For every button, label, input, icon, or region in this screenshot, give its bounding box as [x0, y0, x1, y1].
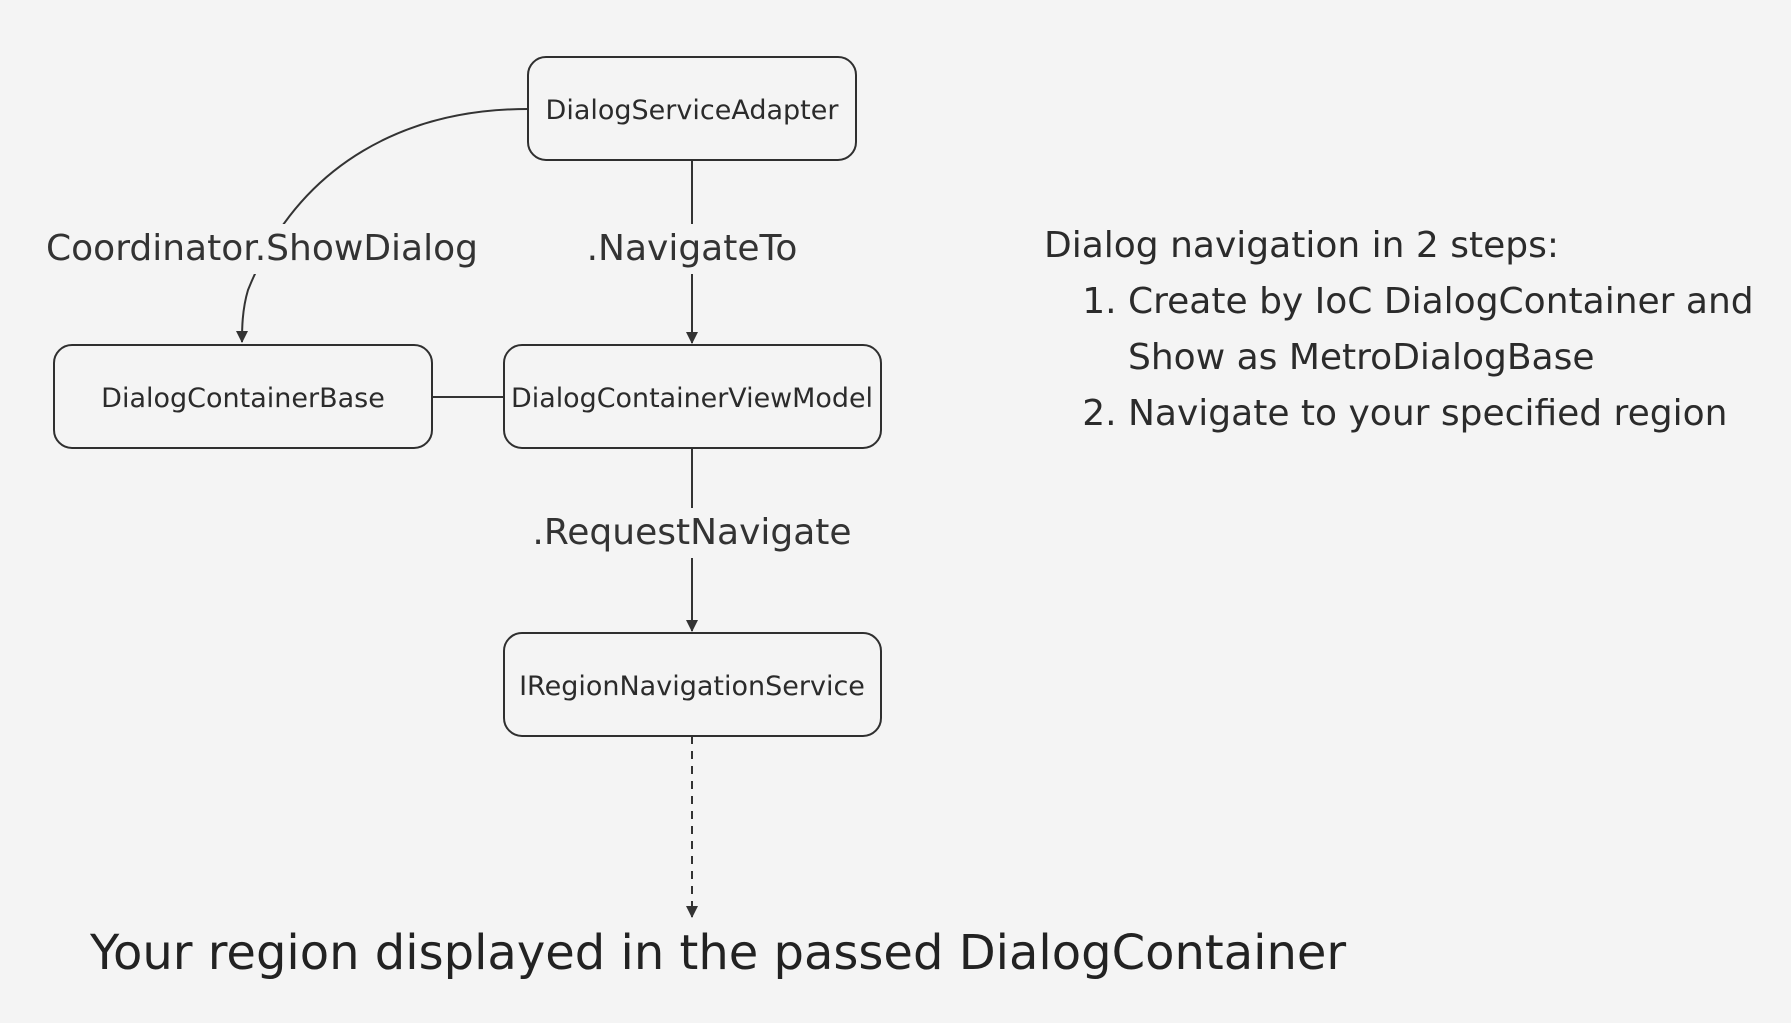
- node-label: DialogContainerBase: [101, 383, 385, 414]
- node-dialog-container-view-model: DialogContainerViewModel: [503, 344, 882, 449]
- node-dialog-container-base: DialogContainerBase: [53, 344, 433, 449]
- steps-heading: Dialog navigation in 2 steps:: [1044, 225, 1559, 266]
- step-item: Navigate to your specified region: [1128, 386, 1791, 442]
- edge-label-show-dialog: Coordinator.ShowDialog: [46, 228, 478, 269]
- node-label: DialogContainerViewModel: [511, 383, 873, 414]
- node-label: IRegionNavigationService: [519, 671, 865, 702]
- edge-label-bg: [48, 224, 476, 274]
- edge-label-bg: [532, 508, 852, 558]
- result-caption: Your region displayed in the passed Dial…: [90, 925, 1347, 981]
- steps-list: Create by IoC DialogContainer and Show a…: [1044, 274, 1791, 442]
- edge-show-dialog: [236, 108, 529, 343]
- node-label: DialogServiceAdapter: [546, 95, 840, 126]
- edge-label-bg: [582, 224, 802, 274]
- step-item: Create by IoC DialogContainer and Show a…: [1128, 274, 1791, 386]
- node-region-navigation-service: IRegionNavigationService: [503, 632, 882, 737]
- edge-label-navigate-to: .NavigateTo: [587, 228, 798, 269]
- edge-label-request-navigate: .RequestNavigate: [532, 512, 851, 553]
- node-dialog-service-adapter: DialogServiceAdapter: [527, 56, 857, 161]
- steps-note: Dialog navigation in 2 steps: Create by …: [1044, 218, 1791, 442]
